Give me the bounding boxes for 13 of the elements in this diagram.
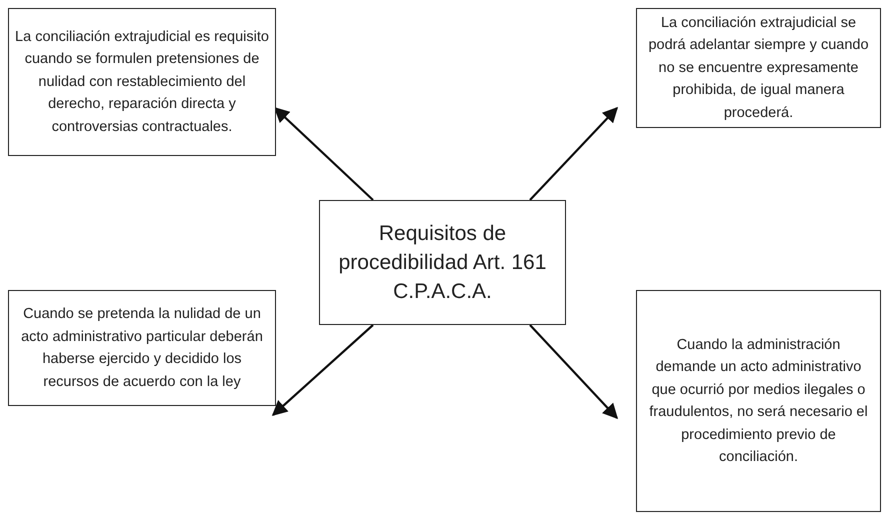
title-text: Requisitos de procedibilidad Art. 161 C.P.A.C.A.: [338, 221, 548, 305]
text-box: [636, 8, 881, 128]
text-box: [8, 290, 276, 406]
text-box: [636, 290, 881, 512]
description-text: La conciliación extrajudicial es requisito cuando se formulen pretensiones de nulidad con restablecimiento del derecho, reparación directa y controversias contractuales.: [15, 28, 269, 137]
description-text: Cuando la administración demande un acto administrativo que ocurrió por medios ilegales o fraudulentos, no será necesario el procedimiento previo de conciliación.: [648, 336, 869, 467]
text-box: [8, 8, 276, 156]
arrow: [529, 106, 618, 201]
description-text: La conciliación extrajudicial se podrá adelantar siempre y cuando no se encuentre expresamente prohibida, de igual manera procederá.: [647, 14, 870, 123]
arrow: [272, 324, 374, 416]
central-box: [319, 200, 566, 325]
arrow: [529, 324, 618, 420]
description-text: Cuando se pretenda la nulidad de un acto administrativo particular deberán haberse ejercido y decidido los recursos de acuerdo con la ley: [20, 305, 264, 392]
